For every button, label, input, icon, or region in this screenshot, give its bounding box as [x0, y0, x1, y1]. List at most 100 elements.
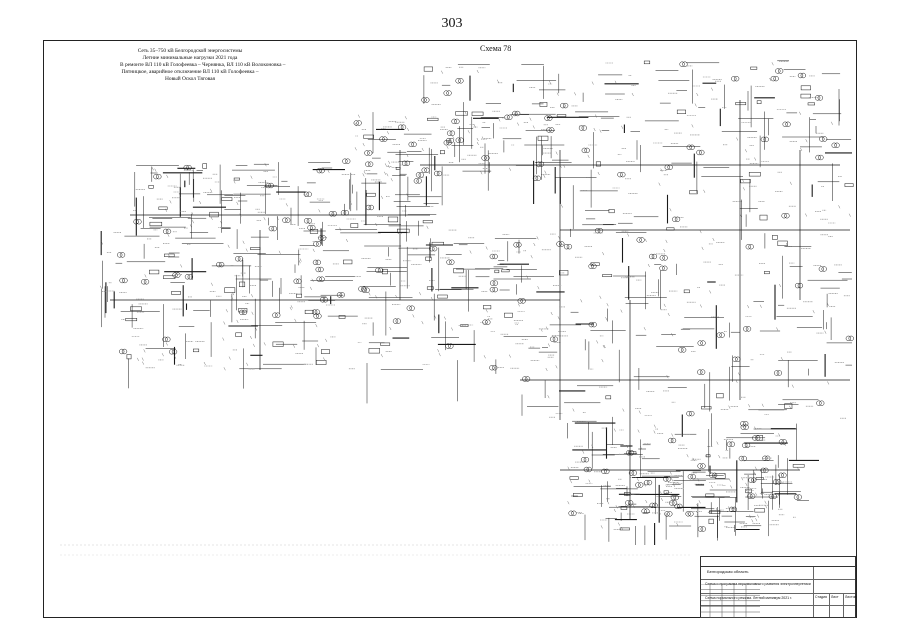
- substation-box: [193, 348, 200, 353]
- load-tick: [529, 117, 532, 121]
- load-tick: [601, 359, 604, 363]
- substation-box: [202, 163, 207, 169]
- substation-box: [595, 161, 601, 167]
- transformer-winding: [748, 244, 754, 250]
- transformer-winding: [241, 309, 248, 316]
- transformer-winding: [659, 265, 665, 271]
- load-tick: [467, 130, 470, 134]
- load-tick: [318, 209, 321, 213]
- load-tick: [223, 367, 226, 371]
- load-tick: [686, 454, 689, 458]
- substation-box: [397, 228, 410, 234]
- transformer-winding: [814, 95, 821, 101]
- transformer-winding: [445, 343, 451, 349]
- load-tick: [354, 147, 357, 151]
- transformer-winding: [797, 72, 804, 79]
- transformer-winding: [667, 164, 673, 170]
- load-tick: [246, 362, 249, 366]
- load-tick: [676, 522, 679, 527]
- transformer-winding: [670, 494, 677, 501]
- load-tick: [480, 171, 483, 175]
- transformer-winding: [119, 277, 125, 284]
- transformer-winding: [697, 369, 703, 375]
- transformer-winding: [169, 349, 175, 355]
- substation-box: [171, 291, 181, 295]
- transformer-winding: [571, 510, 577, 516]
- transformer-winding: [627, 500, 634, 506]
- transformer-winding: [268, 225, 275, 232]
- load-tick: [613, 428, 616, 432]
- load-tick: [211, 282, 213, 286]
- transformer-winding: [821, 136, 828, 142]
- load-tick: [483, 355, 486, 359]
- substation-box: [735, 102, 747, 106]
- substation-box: [296, 293, 302, 298]
- transformer-winding: [641, 508, 647, 514]
- load-tick: [419, 292, 421, 296]
- transformer-winding: [649, 502, 655, 509]
- load-tick: [236, 319, 239, 323]
- transformer-winding: [343, 210, 349, 216]
- load-tick: [143, 349, 146, 353]
- substation-box: [272, 341, 284, 347]
- load-tick: [550, 311, 553, 316]
- transformer-winding: [316, 241, 322, 247]
- load-tick: [765, 505, 768, 509]
- load-tick: [245, 248, 248, 252]
- transformer-winding: [620, 171, 626, 178]
- load-tick: [137, 357, 139, 361]
- load-tick: [547, 395, 550, 399]
- load-tick: [255, 327, 258, 331]
- substation-box: [224, 287, 236, 293]
- transformer-winding: [153, 173, 159, 180]
- load-tick: [671, 333, 674, 337]
- load-tick: [559, 164, 562, 168]
- transformer-winding: [409, 305, 415, 311]
- load-tick: [671, 433, 674, 437]
- transformer-winding: [547, 115, 553, 121]
- load-tick: [384, 163, 387, 167]
- transformer-winding: [777, 68, 784, 74]
- load-tick: [748, 404, 751, 408]
- substation-box: [382, 268, 388, 275]
- transformer-winding: [535, 161, 542, 167]
- stamp-header: [700, 556, 856, 566]
- transformer-winding: [719, 332, 725, 338]
- load-tick: [711, 87, 713, 91]
- transformer-winding: [186, 164, 192, 171]
- transformer-winding: [785, 121, 791, 127]
- load-tick: [395, 294, 398, 299]
- transformer-winding: [504, 114, 510, 120]
- load-tick: [375, 295, 378, 299]
- load-tick: [618, 522, 620, 526]
- load-tick: [572, 408, 575, 412]
- load-tick: [730, 485, 733, 489]
- load-tick: [476, 141, 479, 146]
- load-tick: [250, 175, 253, 179]
- transformer-winding: [316, 276, 322, 282]
- transformer-winding: [322, 297, 329, 303]
- substation-box: [250, 247, 261, 250]
- load-tick: [661, 497, 663, 502]
- load-tick: [426, 225, 429, 229]
- transformer-winding: [800, 72, 806, 79]
- load-tick: [543, 174, 546, 178]
- load-tick: [591, 444, 594, 448]
- transformer-winding: [773, 75, 779, 82]
- load-tick: [574, 92, 576, 96]
- load-tick: [144, 274, 147, 278]
- load-tick: [653, 430, 656, 434]
- transformer-winding: [117, 252, 123, 258]
- load-tick: [298, 260, 301, 264]
- load-tick: [764, 500, 767, 504]
- transformer-winding: [748, 477, 754, 483]
- transformer-winding: [549, 127, 555, 133]
- stamp-field-sheets: Листов: [845, 595, 857, 599]
- transformer-winding: [816, 400, 822, 406]
- load-tick: [718, 455, 721, 459]
- load-tick: [826, 302, 829, 306]
- load-tick: [227, 244, 230, 248]
- transformer-winding: [356, 120, 362, 126]
- transformer-winding: [446, 130, 453, 136]
- load-tick: [169, 200, 172, 204]
